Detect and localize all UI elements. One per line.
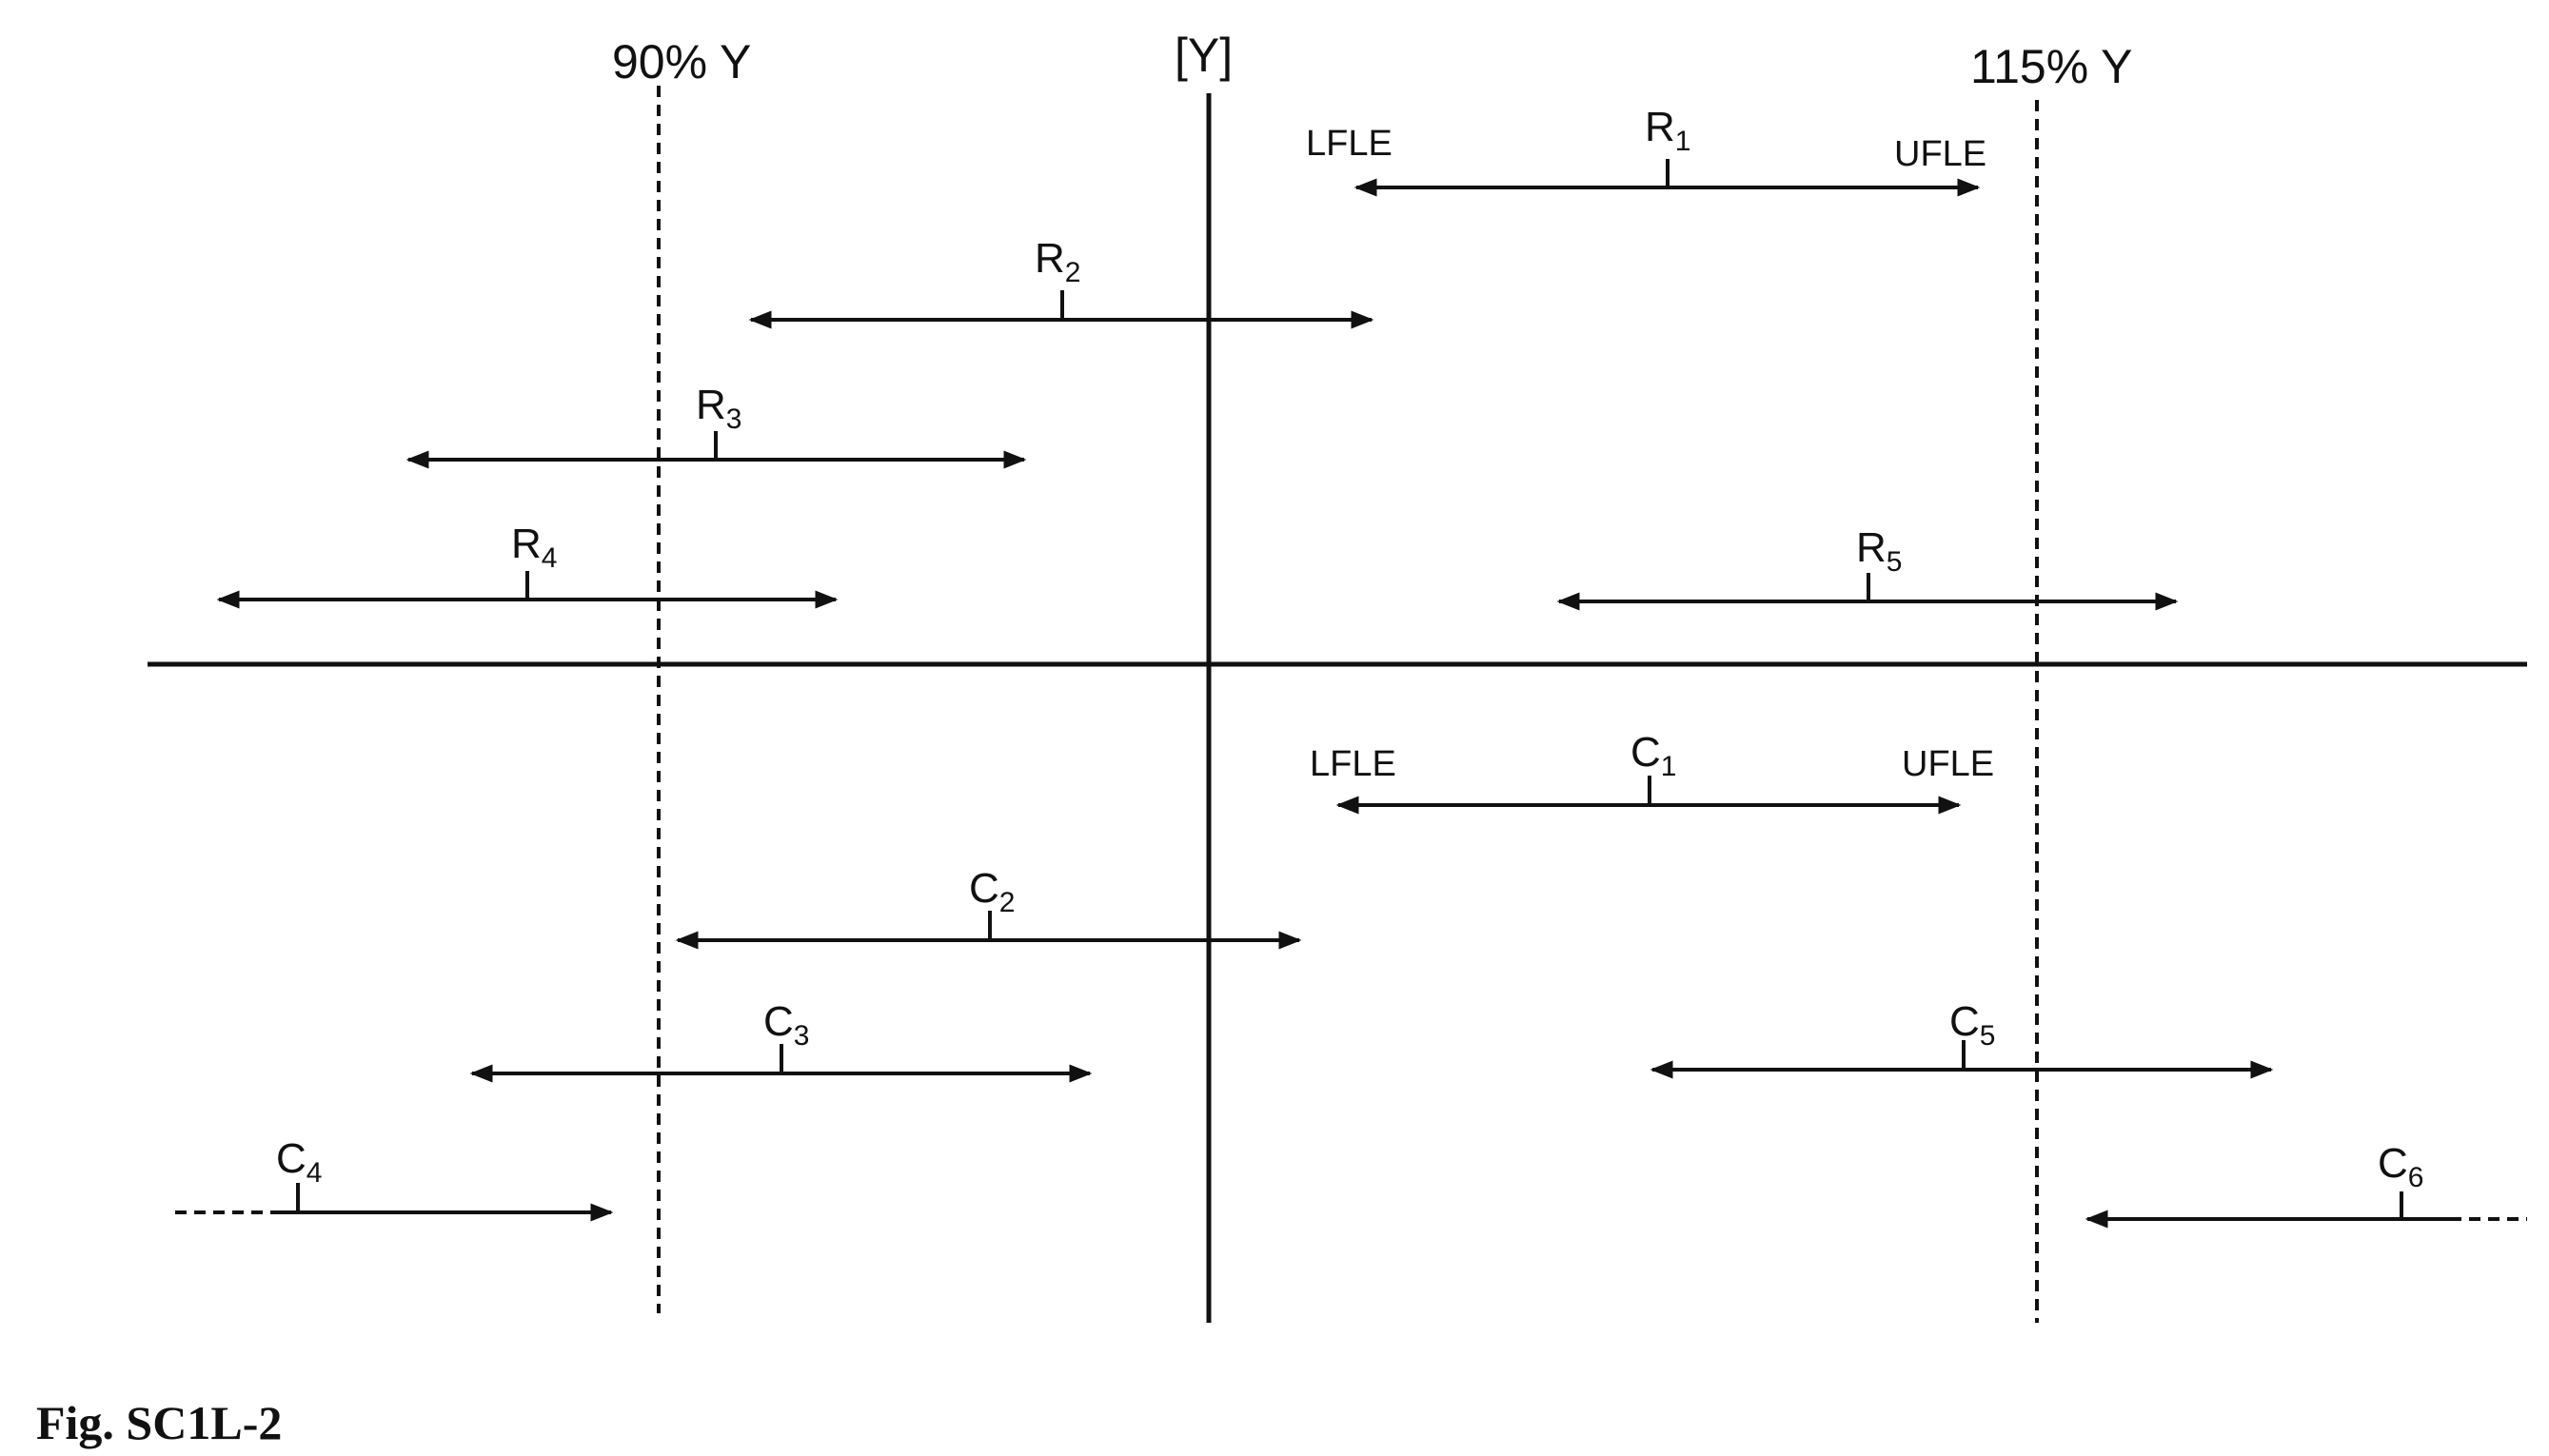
interval-c5: C5 xyxy=(1650,998,2274,1079)
interval-c3: C3 xyxy=(469,998,1093,1083)
interval-r2-label: R2 xyxy=(1035,235,1080,288)
interval-r4: R4 xyxy=(216,521,839,609)
interval-r3: R3 xyxy=(405,382,1027,469)
interval-r1: R1 xyxy=(1354,104,1981,197)
interval-r5: R5 xyxy=(1556,524,2179,611)
interval-r4-label: R4 xyxy=(511,521,557,574)
lfle-label-bottom: LFLE xyxy=(1310,744,1396,784)
lower-limit-label: 90% Y xyxy=(612,35,751,89)
interval-c4: C4 xyxy=(175,1135,614,1222)
interval-r3-label: R3 xyxy=(696,382,741,435)
lfle-label-top: LFLE xyxy=(1306,124,1393,164)
center-label: [Y] xyxy=(1175,29,1233,82)
interval-c6-label: C6 xyxy=(2378,1140,2423,1193)
figure-caption: Fig. SC1L-2 xyxy=(36,1396,282,1449)
interval-c2: C2 xyxy=(675,865,1302,950)
interval-r2: R2 xyxy=(748,235,1374,329)
interval-c3-label: C3 xyxy=(763,998,809,1052)
ufle-label-top: UFLE xyxy=(1894,134,1986,174)
interval-c4-label: C4 xyxy=(276,1135,322,1189)
interval-r1-label: R1 xyxy=(1645,104,1690,157)
interval-r5-label: R5 xyxy=(1856,524,1902,578)
interval-c2-label: C2 xyxy=(969,865,1015,918)
interval-c6: C6 xyxy=(2085,1140,2527,1229)
interval-c1: C1 xyxy=(1335,729,1962,815)
upper-limit-label: 115% Y xyxy=(1970,40,2133,93)
interval-c5-label: C5 xyxy=(1949,998,1995,1052)
interval-c1-label: C1 xyxy=(1630,729,1676,782)
ufle-label-bottom: UFLE xyxy=(1902,744,1994,784)
